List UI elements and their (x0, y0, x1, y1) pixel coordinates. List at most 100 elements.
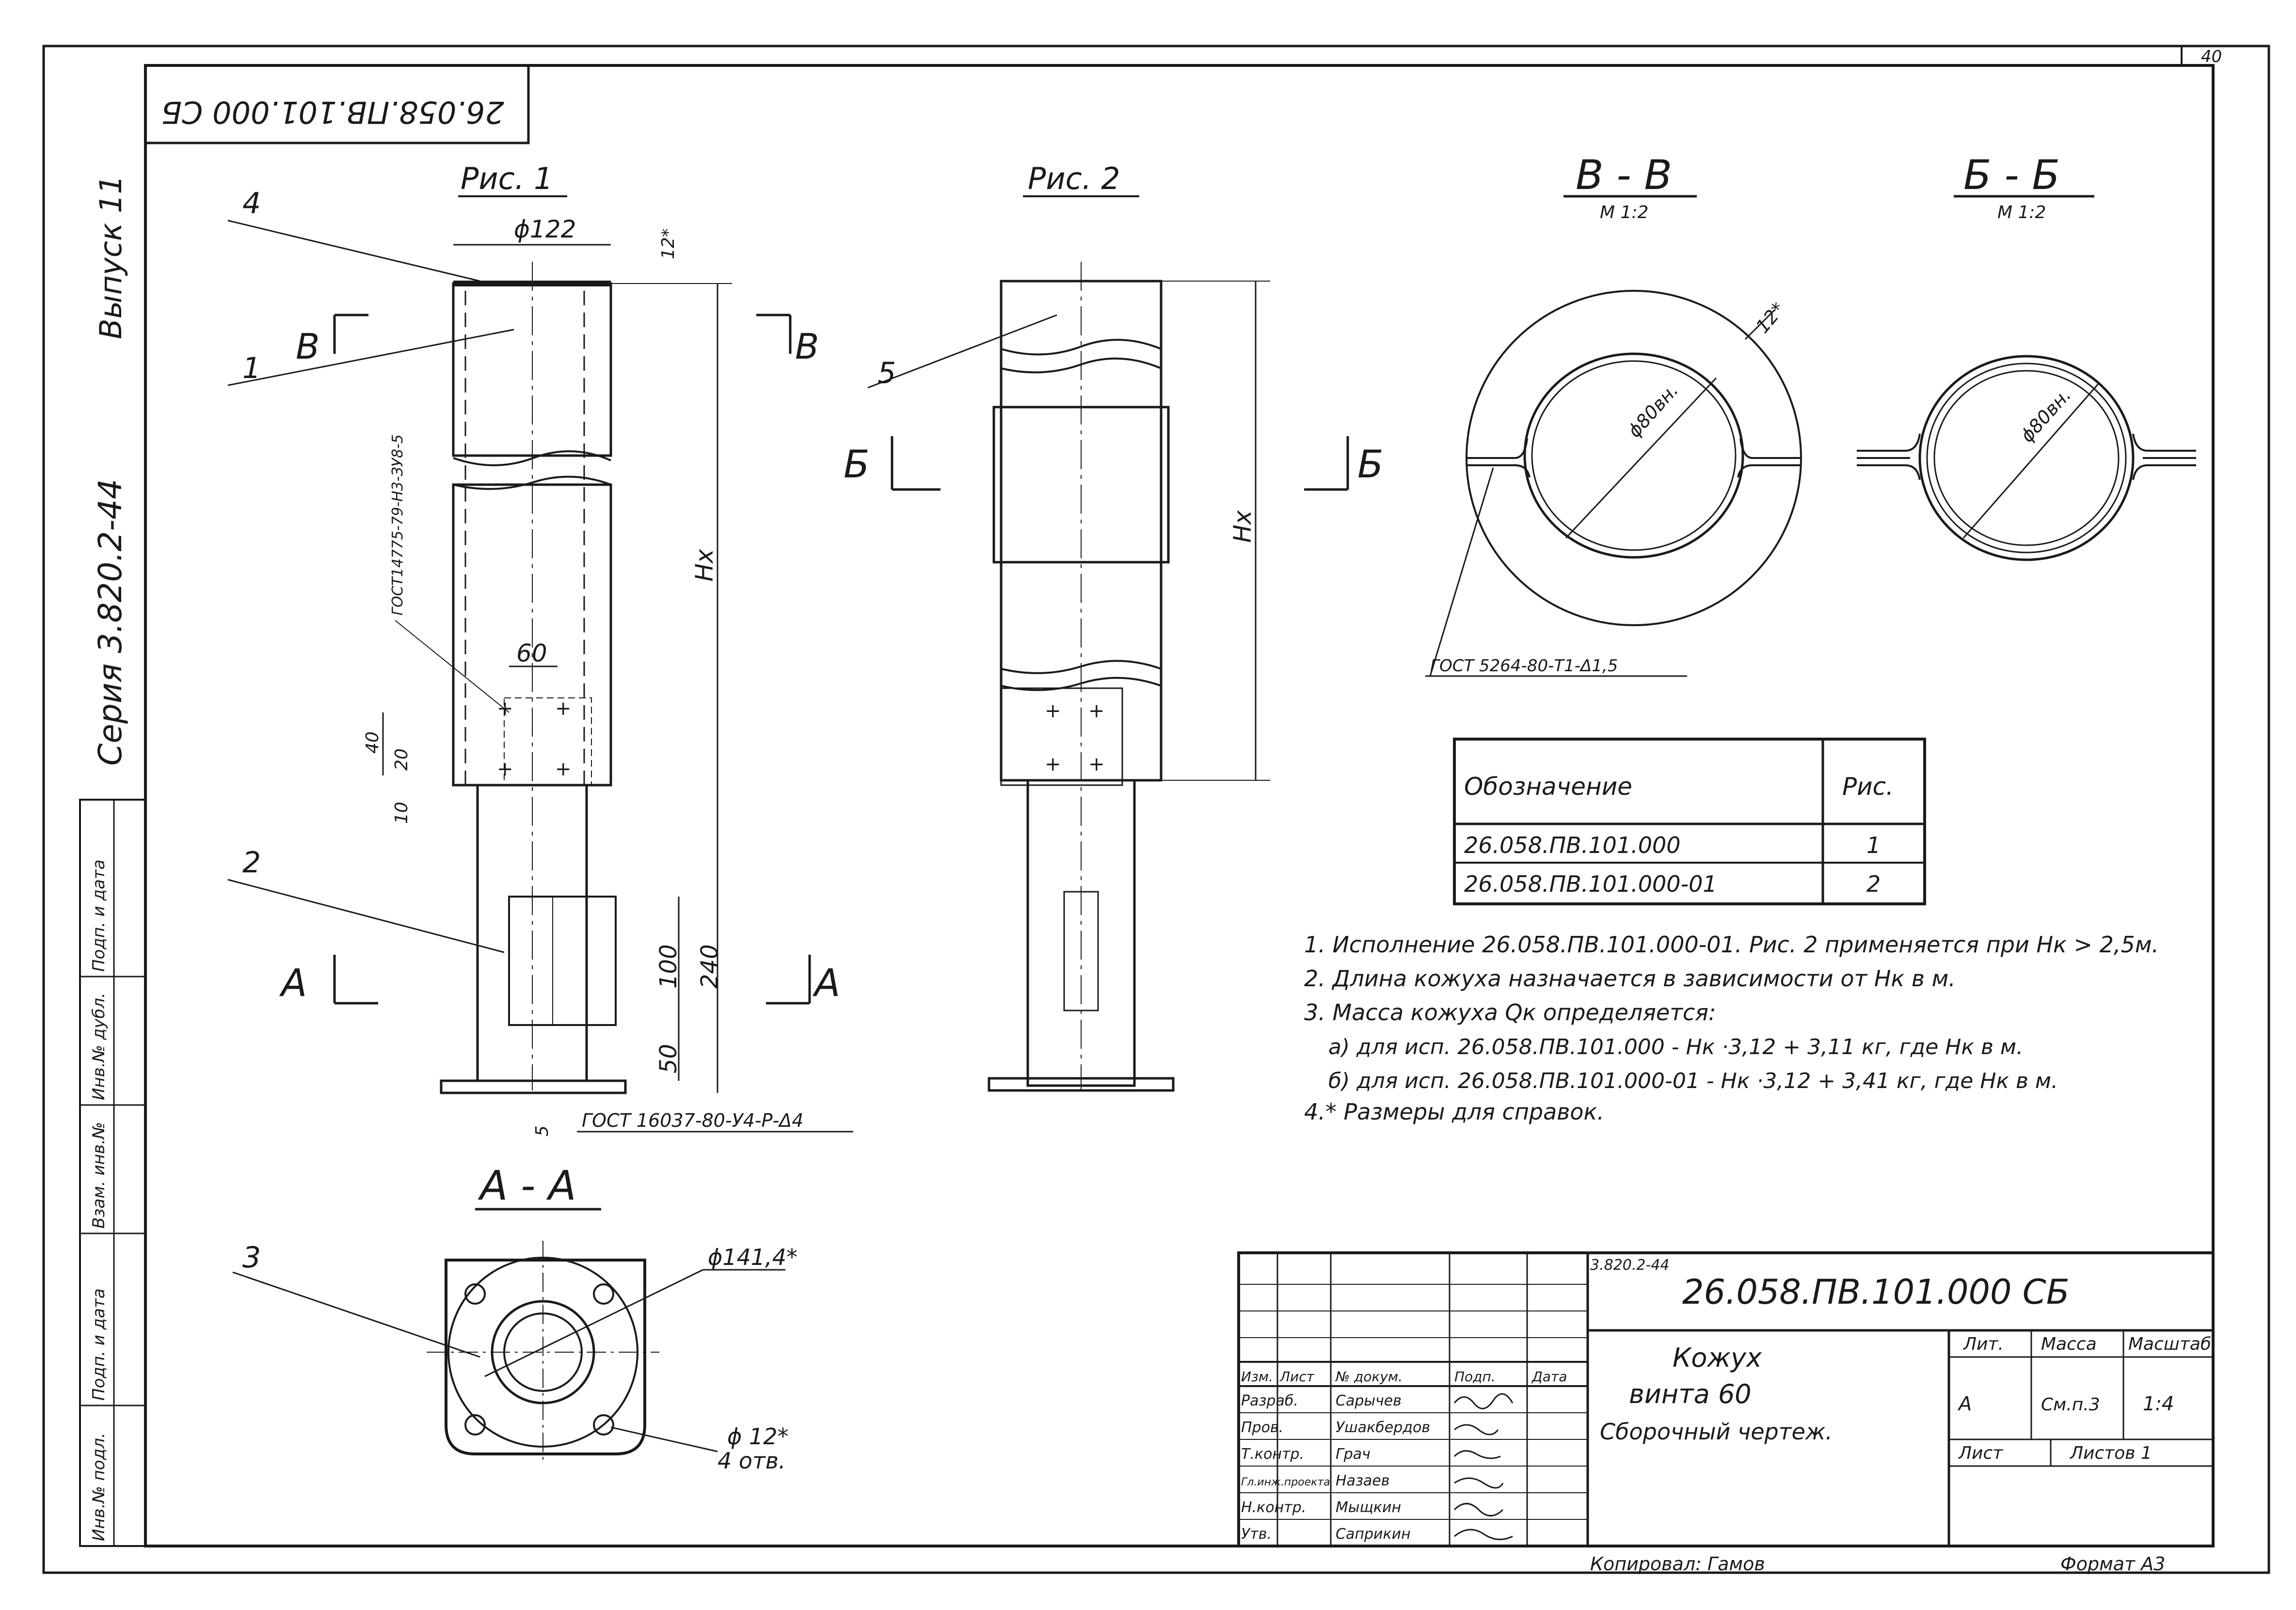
svg-text:+: + (1088, 700, 1105, 722)
section-vv: В - В М 1:2 ϕ80вн. 12* ГОСТ 5264-80-Т1-Δ… (1425, 151, 1802, 677)
section-bb: Б - Б М 1:2 ϕ80вн. (1857, 151, 2196, 561)
tb-sheets-label: Листов 1 (2069, 1443, 2152, 1463)
section-vv-dim2: 12* (1752, 299, 1789, 337)
figure-2: Рис. 2 + + + + Hx 5 Б Б (844, 161, 1384, 1092)
note-3b: б) для исп. 26.058.ПВ.101.000-01 - Hк ·3… (1328, 1069, 2058, 1093)
signature-2 (1453, 1450, 1501, 1459)
tb-scale-label: Масштаб (2128, 1334, 2211, 1354)
note-1: 1. Исполнение 26.058.ПВ.101.000-01. Рис.… (1304, 931, 2159, 958)
tb-role-5: Утв. (1241, 1526, 1272, 1543)
tb-name-staff-1: Ушакбердов (1336, 1419, 1430, 1436)
dim-holes-count: 4 отв. (718, 1448, 786, 1474)
tb-name-staff-4: Мыщкин (1336, 1499, 1401, 1516)
svg-text:+: + (555, 697, 572, 720)
section-b-left: В (296, 326, 319, 367)
dim-hx: Hx (690, 549, 718, 582)
tb-scale-value: 1:4 (2143, 1393, 2174, 1415)
title-block: 3.820.2-44 26.058.ПВ.101.000 СБ Кожух ви… (1237, 1251, 2215, 1547)
signature-0 (1453, 1393, 1514, 1409)
section-bb-dim: ϕ80вн. (2016, 384, 2075, 446)
section-aa-title: А - А (478, 1162, 576, 1209)
leader-5: 5 (877, 356, 896, 390)
fig2-dim-hx: Hx (1228, 510, 1257, 543)
note-2: 2. Длина кожуха назначается в зависимост… (1304, 965, 1956, 992)
tb-sheet-label: Лист (1958, 1443, 2003, 1463)
signature-5 (1454, 1529, 1513, 1540)
svg-text:+: + (1045, 700, 1061, 722)
dim-50: 50 (655, 1044, 682, 1073)
tb-role-4: Н.контр. (1241, 1499, 1306, 1516)
notes: 1. Исполнение 26.058.ПВ.101.000-01. Рис.… (1304, 931, 2159, 1125)
tb-role-2: Т.контр. (1241, 1446, 1304, 1463)
dim-240: 240 (696, 944, 723, 989)
section-aa: А - А 3 ϕ141,4* ϕ 12* 4 отв. (232, 1162, 797, 1474)
section-bb-scale: М 1:2 (1997, 203, 2046, 222)
dim-12: 12* (658, 228, 678, 259)
dim-10: 10 (392, 802, 412, 824)
tb-mass-value: См.п.3 (2041, 1395, 2100, 1415)
tb-doc-code: 26.058.ПВ.101.000 СБ (1682, 1272, 2070, 1312)
tb-hdr-4: Дата (1531, 1369, 1567, 1385)
dim-141: ϕ141,4* (708, 1244, 797, 1270)
section-bb-left: Б (844, 443, 870, 487)
dim-60: 60 (516, 639, 547, 667)
tb-name-staff-2: Грач (1336, 1446, 1371, 1463)
margin-stamp-0: Инв.№ подл. (89, 1433, 109, 1541)
dim-122: ϕ122 (514, 215, 576, 243)
signature-1 (1454, 1424, 1499, 1436)
tb-hdr-3: Подп. (1454, 1369, 1496, 1385)
sheet-frame: 40 (42, 45, 2270, 1574)
tb-small-code: 3.820.2-44 (1590, 1257, 1670, 1274)
section-a-left: А (279, 962, 307, 1005)
weld-top: ГОСТ14775-79-Н3-ЗУ8-5 (389, 434, 406, 616)
page-number: 40 (2201, 47, 2222, 66)
svg-text:+: + (1045, 753, 1061, 775)
left-margin: Выпуск 11 Серия 3.820.2-44 Инв.№ подл. П… (79, 175, 146, 1547)
issue-label: Выпуск 11 (93, 175, 128, 339)
tb-hdr-0: Изм. (1241, 1369, 1273, 1385)
section-vv-scale: М 1:2 (1600, 203, 1648, 222)
designation-table: Обозначение Рис. 26.058.ПВ.101.000 1 26.… (1453, 738, 1926, 905)
tb-lit-value: А (1957, 1393, 1972, 1415)
margin-stamp-4: Подп. и дата (89, 859, 109, 972)
note-3: 3. Масса кожуха Qк определяется: (1304, 999, 1716, 1026)
section-a-right: А (812, 962, 840, 1005)
dim-40: 40 (363, 731, 383, 754)
fig2-title: Рис. 2 (1028, 161, 1120, 196)
section-vv-title: В - В (1576, 151, 1672, 199)
table-row-0-code: 26.058.ПВ.101.000 (1464, 832, 1681, 858)
tb-name-staff-0: Сарычев (1336, 1392, 1402, 1409)
tb-name-2: Сборочный чертеж. (1600, 1419, 1833, 1445)
fig1-title: Рис. 1 (461, 161, 553, 196)
tb-role-3: Гл.инж.проекта (1241, 1476, 1330, 1488)
dim-20: 20 (392, 748, 412, 771)
tb-name-staff-5: Саприкин (1336, 1526, 1411, 1543)
table-row-1-code: 26.058.ПВ.101.000-01 (1464, 871, 1717, 897)
figure-1: Рис. 1 + + + + ϕ122 12* Hx 240 100 5 (227, 161, 853, 1136)
note-4: 4.* Размеры для справок. (1304, 1099, 1604, 1125)
section-vv-weld: ГОСТ 5264-80-Т1-Δ1,5 (1430, 656, 1618, 676)
tb-name-staff-3: Назаев (1336, 1472, 1389, 1489)
mirrored-code-box: 26.058.ПВ.101.000 СБ (144, 64, 530, 144)
tb-name-0: Кожух (1673, 1342, 1762, 1373)
tb-mass-label: Масса (2041, 1334, 2097, 1354)
section-bb-right: Б (1357, 443, 1384, 487)
format-label: Формат А3 (2060, 1553, 2165, 1575)
leader-2: 2 (242, 846, 261, 880)
series-label: Серия 3.820.2-44 (92, 479, 129, 766)
tb-role-1: Пров. (1241, 1419, 1283, 1436)
dim-5: 5 (532, 1125, 552, 1136)
svg-text:+: + (555, 758, 572, 780)
mirrored-code: 26.058.ПВ.101.000 СБ (161, 95, 504, 130)
leader-4: 4 (242, 187, 261, 221)
tb-hdr-1: Лист (1279, 1369, 1315, 1385)
svg-text:+: + (497, 758, 513, 780)
dim-100: 100 (655, 944, 682, 989)
table-header-1: Рис. (1842, 773, 1894, 801)
signature-4 (1453, 1503, 1504, 1516)
tb-name-1: винта 60 (1629, 1379, 1752, 1409)
dim-holes: ϕ 12* (727, 1423, 789, 1450)
table-row-1-fig: 2 (1866, 871, 1881, 897)
tb-role-0: Разраб. (1241, 1392, 1298, 1409)
margin-stamp-1: Подп. и дата (89, 1288, 109, 1401)
